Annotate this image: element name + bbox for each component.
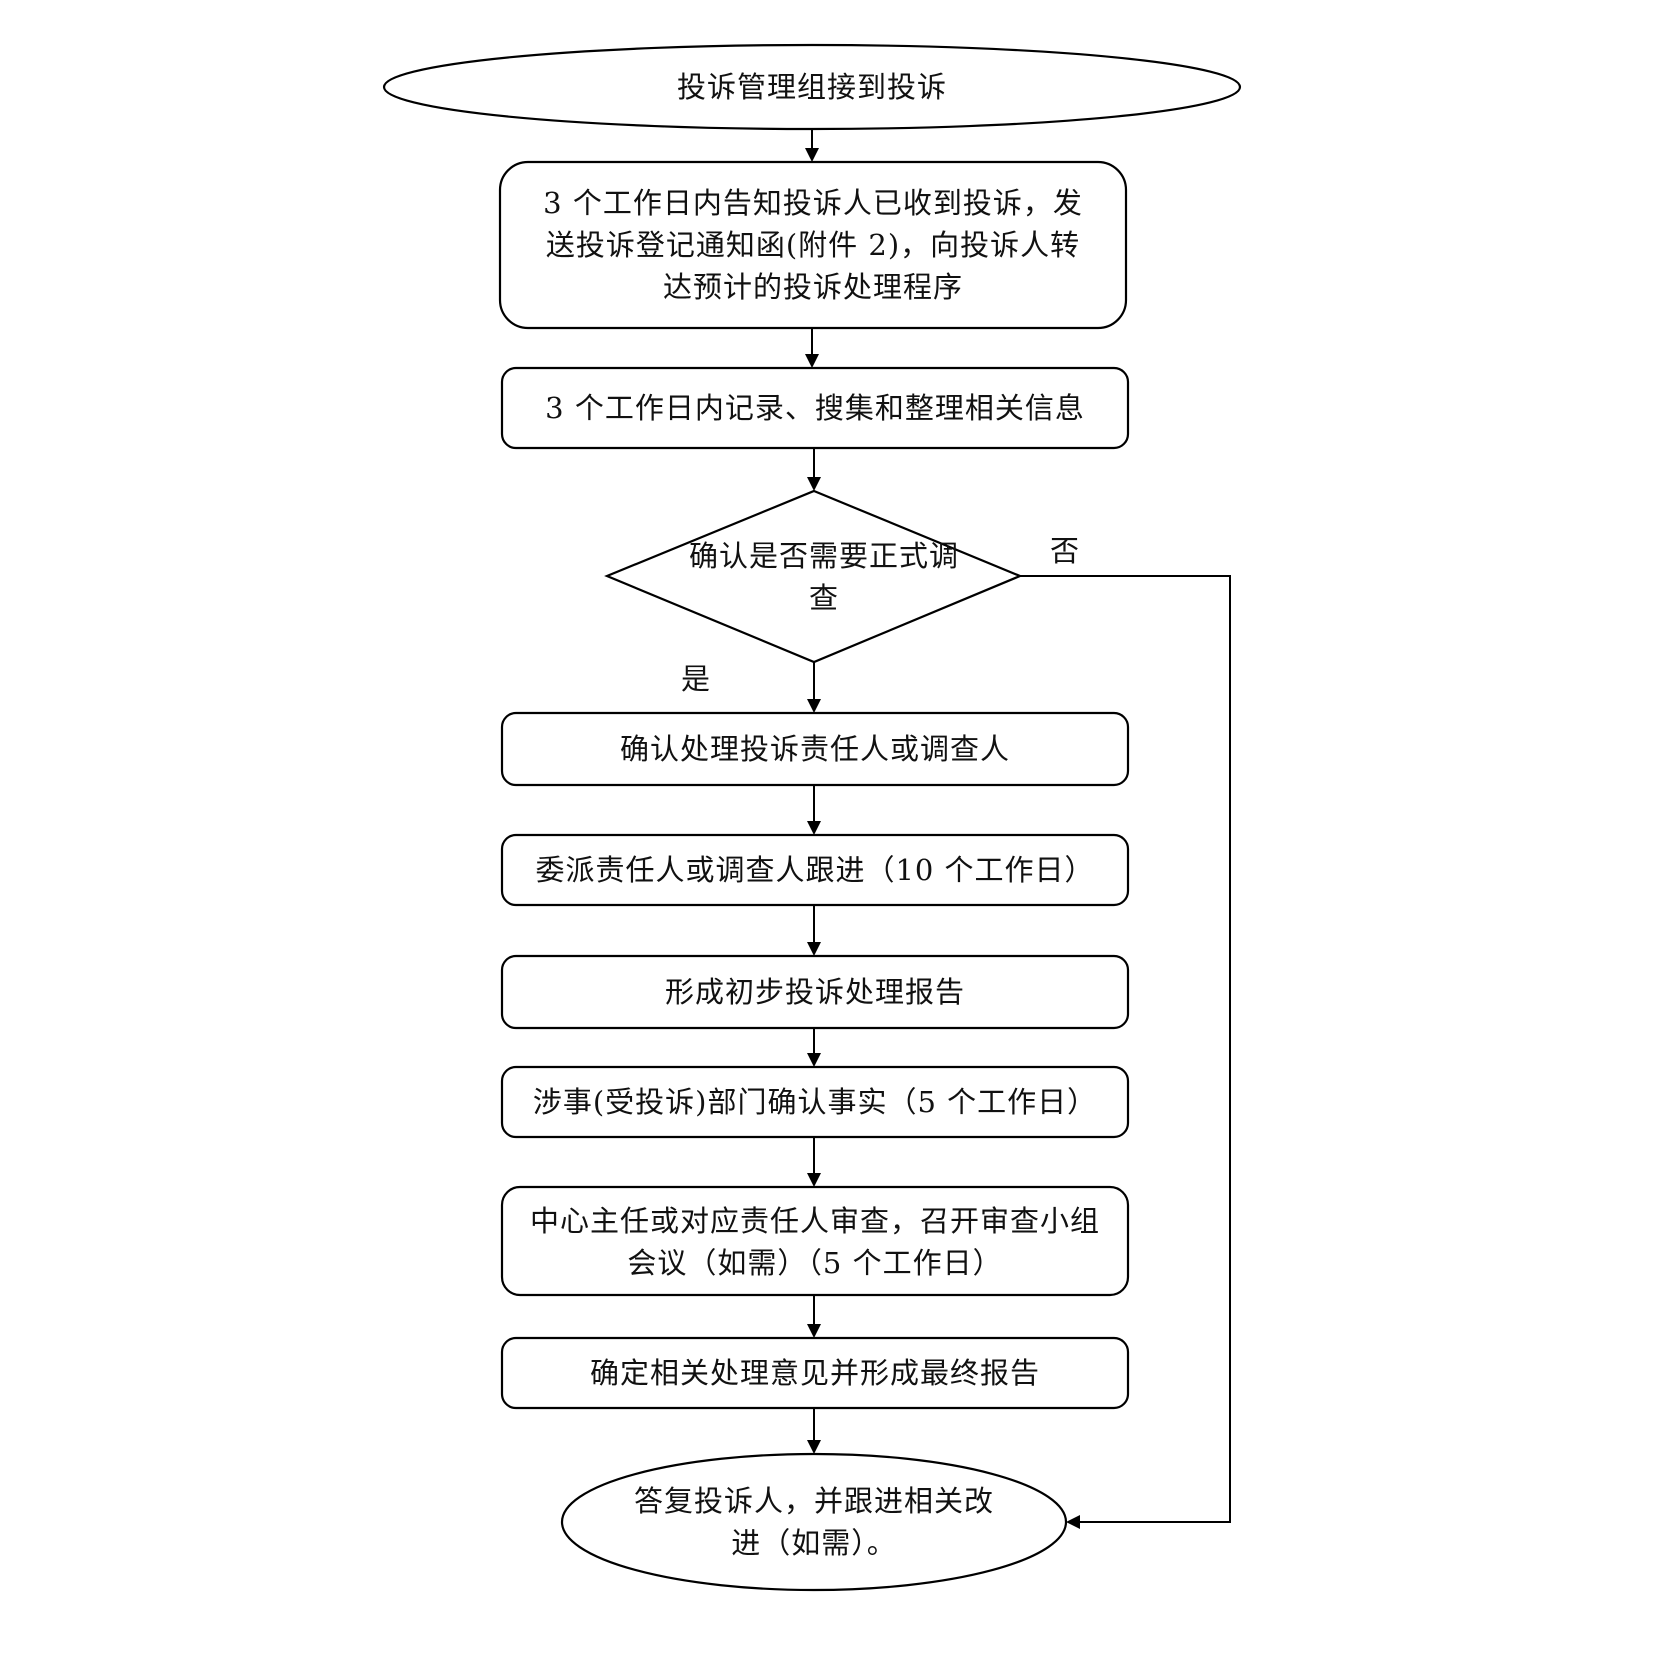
step-assign: 确认处理投诉责任人或调查人 [619,732,1010,766]
step-preliminary: 形成初步投诉处理报告 [664,975,965,1009]
end-node: 答复投诉人，并跟进相关改进（如需）。 [633,1484,994,1560]
step-final: 确定相关处理意见并形成最终报告 [589,1356,1040,1390]
arrow-decision-no-to-end [1020,575,1231,1529]
step-confirm: 涉事(受投诉)部门确认事实（5 个工作日） [532,1085,1098,1119]
decision-node: 确认是否需要正式调查 [688,539,959,615]
start-node: 投诉管理组接到投诉 [676,70,947,104]
step-review: 中心主任或对应责任人审查，召开审查小组会议（如需）（5 个工作日） [530,1204,1101,1280]
branch-label-no: 否 [1050,534,1080,568]
branch-label-yes: 是 [681,662,711,696]
step-notify: 3 个工作日内告知投诉人已收到投诉，发送投诉登记通知函(附件 2)，向投诉人转达… [543,186,1083,304]
step-record: 3 个工作日内记录、搜集和整理相关信息 [545,391,1085,425]
step-followup: 委派责任人或调查人跟进（10 个工作日） [535,853,1095,887]
